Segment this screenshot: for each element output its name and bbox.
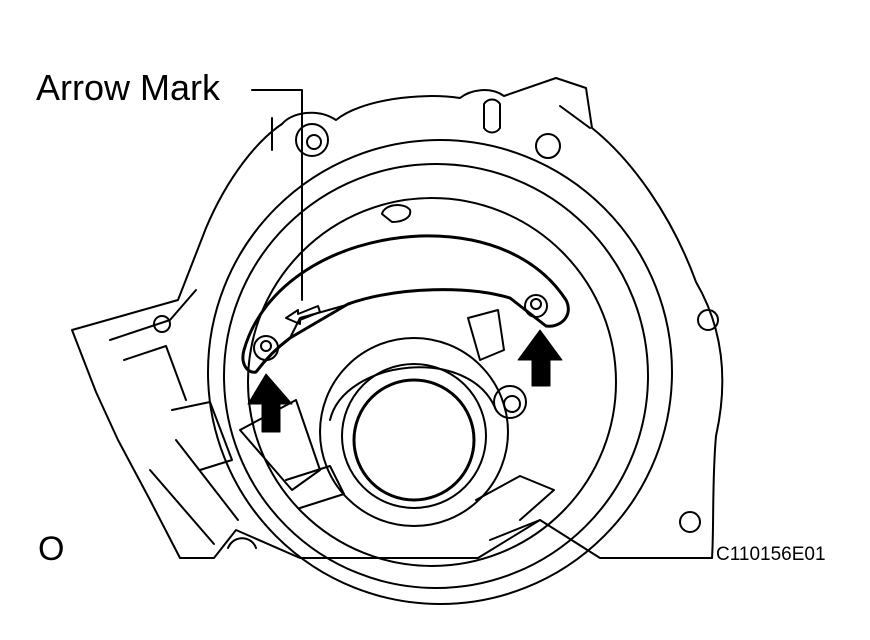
left-bolt-socket [260, 340, 272, 352]
figure-code: C110156E01 [716, 544, 826, 565]
arrow-mark-label: Arrow Mark [36, 67, 221, 108]
top-left-boss-hole [306, 134, 322, 150]
right-install-arrow [517, 329, 563, 387]
left-install-arrow [247, 373, 293, 433]
right-boss [697, 309, 719, 331]
hub-outer [319, 337, 509, 527]
arrow-mark-symbol [285, 305, 321, 325]
lower-right-boss [679, 511, 701, 533]
bell-ring-outer [207, 139, 673, 605]
top-rim-detail [271, 105, 591, 151]
hub-rib-right [467, 309, 505, 361]
left-lower-web [149, 401, 239, 545]
hub-seal-lip [329, 366, 497, 421]
dowel-pin [483, 98, 501, 134]
left-bolt-head [253, 335, 279, 361]
pump-plate-inner-edge [289, 303, 351, 339]
bell-ring-middle [223, 163, 649, 589]
top-right-boss [535, 133, 561, 159]
top-left-boss [295, 123, 329, 157]
hub-middle [341, 363, 487, 509]
bell-ring-inner [247, 197, 617, 567]
right-web-hole [493, 385, 527, 419]
hub-rib-bottom-left [285, 465, 345, 509]
left-bolt-hole [153, 315, 171, 333]
corner-mark: O [38, 530, 65, 568]
pump-plate [241, 234, 570, 374]
right-bolt-socket [530, 298, 542, 310]
right-web-hole-inner [503, 395, 521, 413]
lower-left-detail [227, 537, 257, 549]
hub-bore [352, 378, 476, 502]
right-bolt-head [524, 294, 548, 318]
callout-leader-line [251, 89, 303, 301]
hub-rib-bottom-right [475, 475, 555, 541]
inner-ring-slot [381, 204, 412, 223]
housing-outer-outline [71, 77, 724, 559]
